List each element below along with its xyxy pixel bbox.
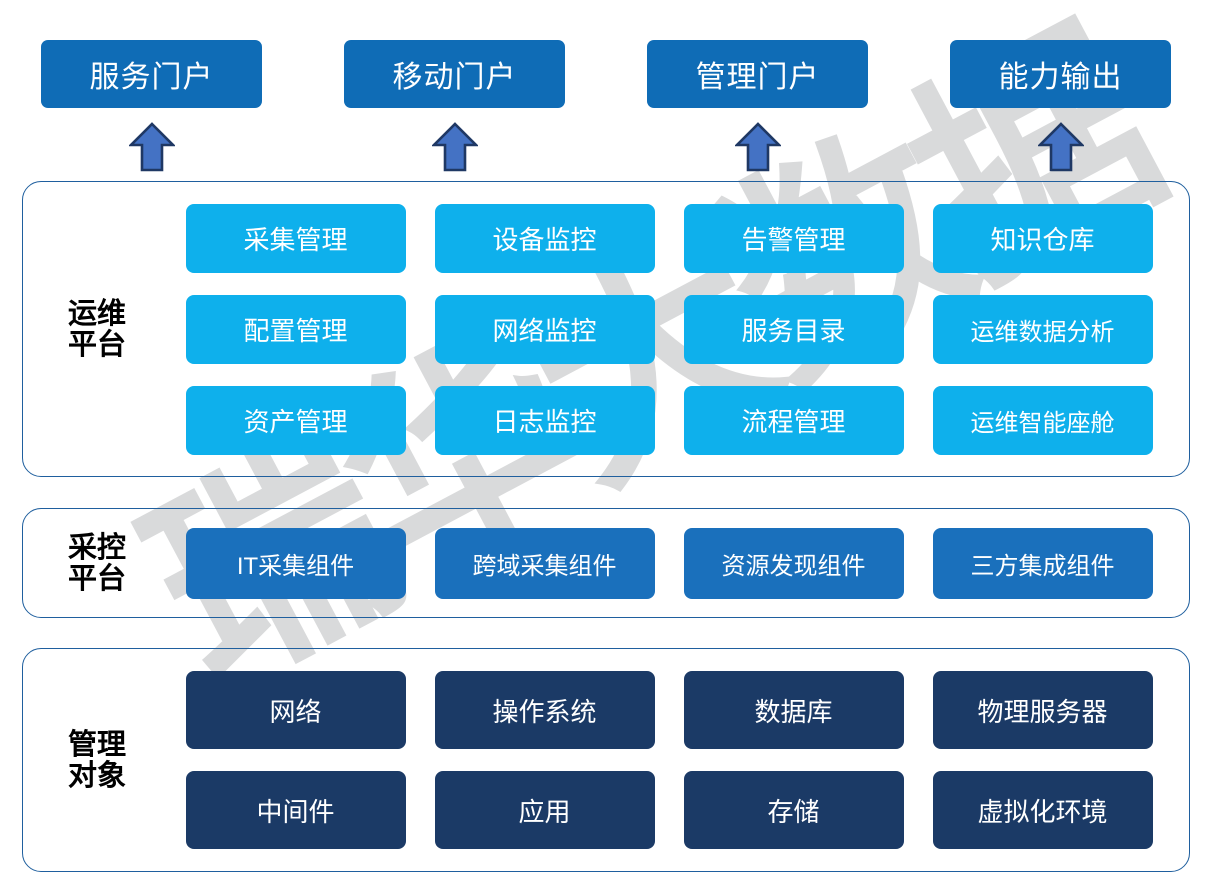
tile-cell: 操作系统 xyxy=(420,671,669,749)
up-arrow-icon xyxy=(431,122,478,172)
tile-asset-management[interactable]: 资产管理 xyxy=(185,385,406,455)
tile-log-monitoring[interactable]: 日志监控 xyxy=(434,385,655,455)
portal-box-mobile[interactable]: 移动门户 xyxy=(344,40,565,108)
tile-ops-intelligent-cockpit[interactable]: 运维智能座舱 xyxy=(932,385,1153,455)
tile-row: 网络 操作系统 数据库 物理服务器 xyxy=(171,671,1185,749)
card-label-managed-objects: 管理 对象 xyxy=(67,726,126,792)
tile-row: IT采集组件 跨域采集组件 资源发现组件 三方集成组件 xyxy=(171,527,1185,599)
up-arrow-icon xyxy=(1037,122,1084,172)
tile-middleware[interactable]: 中间件 xyxy=(185,771,406,849)
tile-cross-domain-collection-component[interactable]: 跨域采集组件 xyxy=(434,527,655,599)
card-managed-objects: 管理 对象 网络 操作系统 数据库 物理服务器 中间件 应用 存储 虚拟化环境 xyxy=(22,648,1190,872)
card-collection-platform: 采控 平台 IT采集组件 跨域采集组件 资源发现组件 三方集成组件 xyxy=(22,508,1190,618)
tile-cell: 资源发现组件 xyxy=(669,527,918,599)
tile-cell: 采集管理 xyxy=(171,203,420,273)
tile-cell: 跨域采集组件 xyxy=(420,527,669,599)
tile-row: 中间件 应用 存储 虚拟化环境 xyxy=(171,771,1185,849)
portal-box-capability[interactable]: 能力输出 xyxy=(950,40,1171,108)
arrow-row xyxy=(0,122,1212,174)
tile-alarm-management[interactable]: 告警管理 xyxy=(683,203,904,273)
collection-tile-grid: IT采集组件 跨域采集组件 资源发现组件 三方集成组件 xyxy=(171,527,1189,599)
tile-cell: 告警管理 xyxy=(669,203,918,273)
portal-cell: 移动门户 xyxy=(303,40,606,108)
tile-cell: 资产管理 xyxy=(171,385,420,455)
tile-cell: IT采集组件 xyxy=(171,527,420,599)
card-ops-platform: 运维 平台 采集管理 设备监控 告警管理 知识仓库 配置管理 网络监控 服务目录… xyxy=(22,181,1190,477)
portal-box-management[interactable]: 管理门户 xyxy=(647,40,868,108)
tile-resource-discovery-component[interactable]: 资源发现组件 xyxy=(683,527,904,599)
tile-operating-system[interactable]: 操作系统 xyxy=(434,671,655,749)
tile-virtualization-environment[interactable]: 虚拟化环境 xyxy=(932,771,1153,849)
managed-object-grid: 网络 操作系统 数据库 物理服务器 中间件 应用 存储 虚拟化环境 xyxy=(171,671,1189,849)
portal-cell: 服务门户 xyxy=(0,40,303,108)
tile-storage[interactable]: 存储 xyxy=(683,771,904,849)
tile-cell: 服务目录 xyxy=(669,294,918,364)
tile-database[interactable]: 数据库 xyxy=(683,671,904,749)
tile-cell: 三方集成组件 xyxy=(918,527,1167,599)
tile-cell: 知识仓库 xyxy=(918,203,1167,273)
tile-service-catalog[interactable]: 服务目录 xyxy=(683,294,904,364)
card-label-collection-platform: 采控 平台 xyxy=(67,529,126,595)
up-arrow-icon xyxy=(734,122,781,172)
tile-process-management[interactable]: 流程管理 xyxy=(683,385,904,455)
tile-cell: 日志监控 xyxy=(420,385,669,455)
tile-application[interactable]: 应用 xyxy=(434,771,655,849)
tile-row: 采集管理 设备监控 告警管理 知识仓库 xyxy=(171,203,1185,273)
arrow-cell xyxy=(0,122,303,174)
arrow-cell xyxy=(606,122,909,174)
tile-cell: 存储 xyxy=(669,771,918,849)
tile-cell: 数据库 xyxy=(669,671,918,749)
portal-row: 服务门户 移动门户 管理门户 能力输出 xyxy=(0,40,1212,108)
tile-row: 资产管理 日志监控 流程管理 运维智能座舱 xyxy=(171,385,1185,455)
portal-box-service[interactable]: 服务门户 xyxy=(41,40,262,108)
portal-cell: 能力输出 xyxy=(909,40,1212,108)
tile-cell: 运维数据分析 xyxy=(918,294,1167,364)
up-arrow-icon xyxy=(128,122,175,172)
card-label-ops-platform: 运维 平台 xyxy=(67,295,126,361)
tile-network-monitoring[interactable]: 网络监控 xyxy=(434,294,655,364)
ops-tile-grid: 采集管理 设备监控 告警管理 知识仓库 配置管理 网络监控 服务目录 运维数据分… xyxy=(171,203,1189,455)
tile-cell: 配置管理 xyxy=(171,294,420,364)
tile-physical-server[interactable]: 物理服务器 xyxy=(932,671,1153,749)
tile-cell: 流程管理 xyxy=(669,385,918,455)
arrow-cell xyxy=(909,122,1212,174)
tile-third-party-integration-component[interactable]: 三方集成组件 xyxy=(932,527,1153,599)
tile-cell: 运维智能座舱 xyxy=(918,385,1167,455)
tile-cell: 网络监控 xyxy=(420,294,669,364)
arrow-cell xyxy=(303,122,606,174)
tile-cell: 虚拟化环境 xyxy=(918,771,1167,849)
tile-it-collection-component[interactable]: IT采集组件 xyxy=(185,527,406,599)
tile-cell: 中间件 xyxy=(171,771,420,849)
tile-cell: 应用 xyxy=(420,771,669,849)
tile-cell: 物理服务器 xyxy=(918,671,1167,749)
tile-row: 配置管理 网络监控 服务目录 运维数据分析 xyxy=(171,294,1185,364)
tile-device-monitoring[interactable]: 设备监控 xyxy=(434,203,655,273)
tile-knowledge-repository[interactable]: 知识仓库 xyxy=(932,203,1153,273)
tile-network[interactable]: 网络 xyxy=(185,671,406,749)
tile-ops-data-analysis[interactable]: 运维数据分析 xyxy=(932,294,1153,364)
tile-configuration-management[interactable]: 配置管理 xyxy=(185,294,406,364)
tile-cell: 设备监控 xyxy=(420,203,669,273)
tile-cell: 网络 xyxy=(171,671,420,749)
tile-collection-management[interactable]: 采集管理 xyxy=(185,203,406,273)
portal-cell: 管理门户 xyxy=(606,40,909,108)
